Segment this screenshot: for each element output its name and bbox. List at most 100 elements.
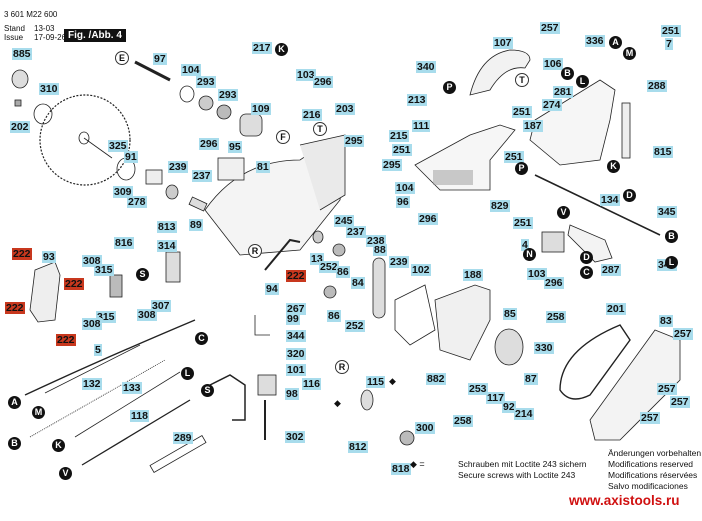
reference-marker-c: C xyxy=(580,266,593,279)
part-label-103: 103 xyxy=(296,69,316,81)
part-label-104: 104 xyxy=(181,64,201,76)
part-label-257: 257 xyxy=(673,328,693,340)
shaft-97 xyxy=(134,60,171,82)
part-label-278: 278 xyxy=(127,196,147,208)
cover-95 xyxy=(217,157,245,181)
part-label-85: 85 xyxy=(503,308,517,320)
washer-310 xyxy=(33,103,53,125)
part-label-815: 815 xyxy=(653,146,673,158)
part-label-117: 117 xyxy=(486,392,505,404)
part-label-885: 885 xyxy=(12,48,32,60)
saw-blade-arbor-hole xyxy=(78,131,90,145)
stand-value: 13-03 xyxy=(34,24,55,33)
part-label-267: 267 xyxy=(286,303,306,315)
part-label-4: 4 xyxy=(521,239,529,251)
pulley-85 xyxy=(494,328,524,366)
switch-815 xyxy=(621,102,631,159)
part-label-818: 818 xyxy=(391,463,411,475)
part-label-251: 251 xyxy=(512,106,532,118)
modifications-de: Änderungen vorbehalten xyxy=(608,448,702,458)
reference-marker-m: M xyxy=(623,47,636,60)
part-label-103: 103 xyxy=(527,268,547,280)
switch-housing xyxy=(529,79,616,166)
loctite-diamond-icon: ◆ xyxy=(389,376,396,386)
part-label-325: 325 xyxy=(108,140,128,152)
washer-104 xyxy=(179,85,195,103)
part-label-251: 251 xyxy=(504,151,524,163)
gasket-102 xyxy=(394,284,436,346)
bearing-293a xyxy=(198,95,214,111)
part-label-93: 93 xyxy=(42,251,56,263)
reference-marker-a: A xyxy=(8,396,21,409)
highlight-part-label-222: 222 xyxy=(12,248,32,260)
reference-marker-b: B xyxy=(665,230,678,243)
part-label-91: 91 xyxy=(124,151,138,163)
part-label-253: 253 xyxy=(468,383,488,395)
part-label-87: 87 xyxy=(524,373,538,385)
part-label-92: 92 xyxy=(502,401,516,413)
power-cord xyxy=(24,319,196,396)
loctite-diamond-icon: ◆ xyxy=(334,398,341,408)
belt-201 xyxy=(559,324,631,400)
part-label-308: 308 xyxy=(82,318,102,330)
gear-818 xyxy=(399,430,415,446)
modifications-en: Modifications reserved xyxy=(608,459,694,469)
modifications-fr: Modifications réservées xyxy=(608,470,698,480)
part-label-340: 340 xyxy=(416,61,436,73)
bearing-293b xyxy=(216,104,232,120)
part-label-216: 216 xyxy=(302,109,322,121)
switch-4 xyxy=(541,231,565,253)
part-label-257: 257 xyxy=(670,396,690,408)
part-label-116: 116 xyxy=(302,378,321,390)
part-label-336: 336 xyxy=(585,35,605,47)
cable-118 xyxy=(81,399,191,466)
part-label-829: 829 xyxy=(490,200,510,212)
reference-marker-k: K xyxy=(275,43,288,56)
part-label-102: 102 xyxy=(411,264,431,276)
cable-5 xyxy=(44,344,141,394)
reference-marker-p: P xyxy=(443,81,456,94)
figure-label: Fig. /Abb. 4 xyxy=(64,29,126,42)
part-label-213: 213 xyxy=(407,94,427,106)
part-label-118: 118 xyxy=(130,410,149,422)
part-label-302: 302 xyxy=(285,431,305,443)
watermark-url[interactable]: www.axistools.ru xyxy=(569,493,680,508)
gear-86a xyxy=(332,243,346,257)
flange-885 xyxy=(11,69,29,89)
cable-132 xyxy=(29,359,166,438)
lever-bracket xyxy=(209,374,246,421)
part-label-134: 134 xyxy=(600,194,620,206)
handle-106 xyxy=(469,49,531,96)
part-label-258: 258 xyxy=(546,311,566,323)
chain-88 xyxy=(372,257,386,319)
part-label-281: 281 xyxy=(553,86,573,98)
plate-313 xyxy=(165,251,181,283)
part-label-201: 201 xyxy=(606,303,626,315)
part-label-287: 287 xyxy=(601,264,621,276)
part-label-7: 7 xyxy=(665,38,673,50)
part-label-816: 816 xyxy=(114,237,134,249)
reference-marker-v: V xyxy=(557,206,570,219)
part-label-251: 251 xyxy=(661,25,681,37)
stand-label: Stand xyxy=(4,24,25,33)
reference-marker-r: R xyxy=(335,360,349,374)
part-label-94: 94 xyxy=(265,283,279,295)
part-label-308: 308 xyxy=(137,309,157,321)
reference-marker-m: M xyxy=(32,406,45,419)
issue-value: 17-09-26 xyxy=(34,33,67,42)
reference-marker-c: C xyxy=(195,332,208,345)
part-label-237: 237 xyxy=(192,170,212,182)
reference-marker-t: T xyxy=(313,122,327,136)
part-label-84: 84 xyxy=(351,277,365,289)
part-label-81: 81 xyxy=(256,161,270,173)
part-label-86: 86 xyxy=(336,266,350,278)
part-label-300: 300 xyxy=(415,422,435,434)
lever-94 xyxy=(264,238,301,271)
part-label-99: 99 xyxy=(286,313,300,325)
reference-marker-s: S xyxy=(201,384,214,397)
part-label-187: 187 xyxy=(523,120,543,132)
reference-marker-v: V xyxy=(59,467,72,480)
part-label-257: 257 xyxy=(640,412,660,424)
part-label-314: 314 xyxy=(157,240,177,252)
bolt-202 xyxy=(14,99,22,107)
